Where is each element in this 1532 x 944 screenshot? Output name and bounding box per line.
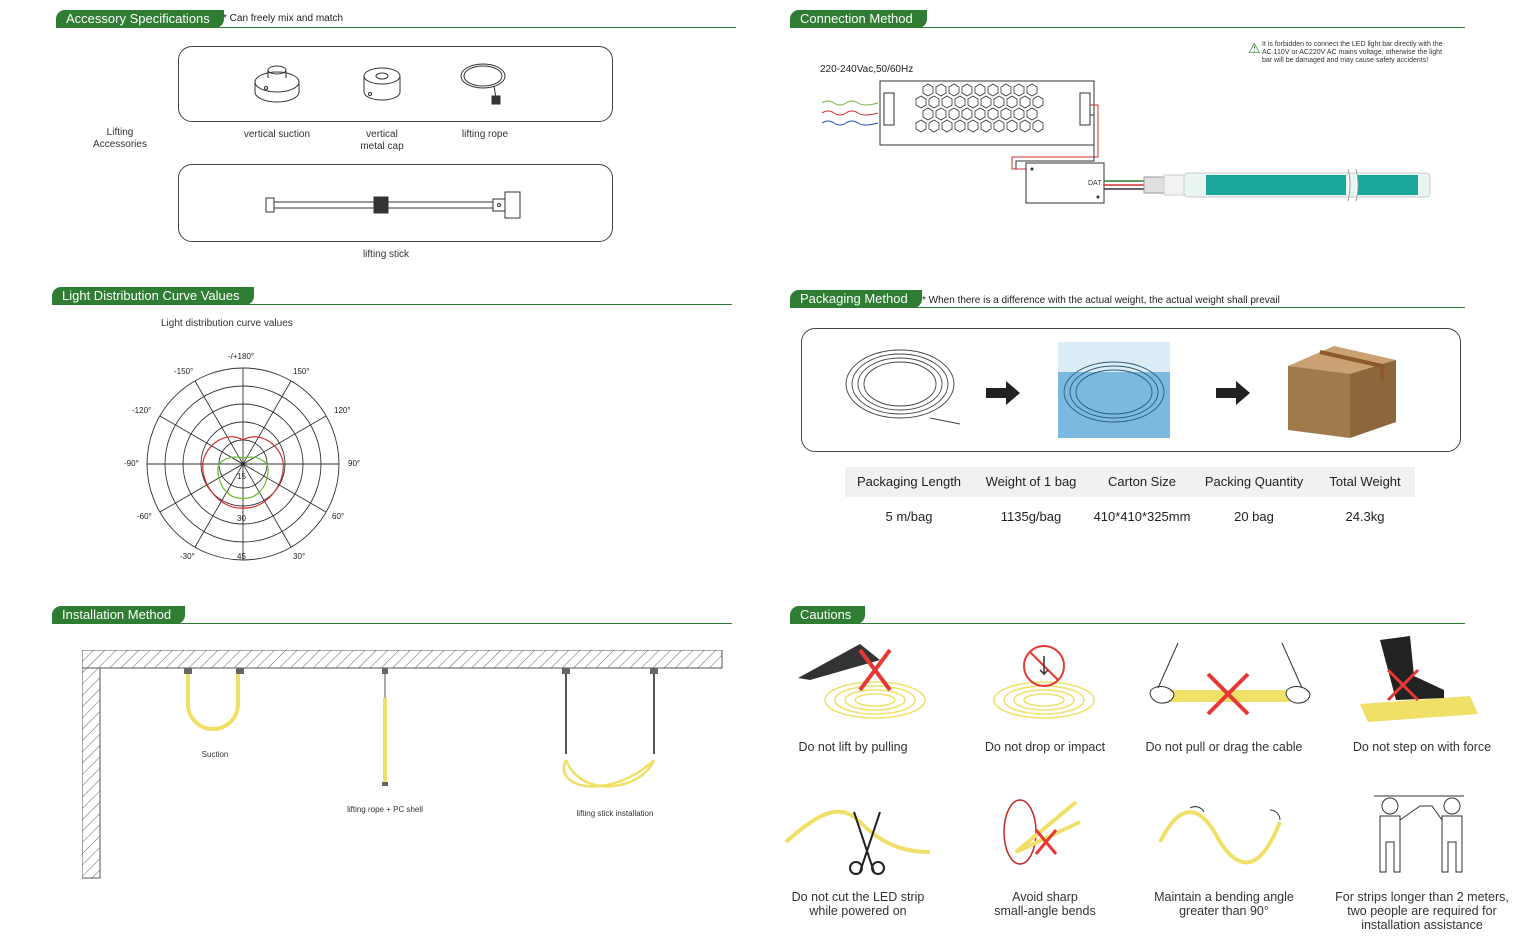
bend-angle-icon — [1158, 806, 1282, 865]
accessory-icons — [254, 63, 506, 105]
caution-label: Maintain a bending angle greater than 90… — [1154, 890, 1294, 918]
radial-label: 45 — [237, 552, 246, 561]
voltage-label: 220-240Vac,50/60Hz — [820, 64, 914, 75]
caution-row-2-icons — [784, 795, 1464, 875]
lifting-stick-icon — [265, 191, 521, 219]
polar-chart-title: Light distribution curve values — [161, 318, 293, 329]
warning-text: It is forbidden to connect the LED light… — [1262, 41, 1443, 64]
table-header-cell: Packaging Length — [856, 474, 962, 489]
section-line — [790, 307, 1465, 308]
metal-cap-label: vertical metal cap — [360, 129, 404, 152]
angle-label: -90° — [124, 459, 139, 468]
arrow-icon — [986, 381, 1020, 405]
section-title-cautions: Cautions — [790, 606, 866, 624]
accessory-box-bottom — [178, 164, 613, 242]
section-title-packaging: Packaging Method — [790, 290, 922, 308]
carton-icon — [1288, 346, 1396, 438]
coil-icon — [845, 349, 961, 425]
radial-label: 15 — [237, 472, 246, 481]
bagged-coil-icon — [1063, 361, 1165, 423]
table-header-cell: Packing Quantity — [1204, 474, 1304, 489]
table-header-cell: Weight of 1 bag — [985, 474, 1077, 489]
accessory-box-top — [178, 46, 613, 122]
section-line — [56, 27, 736, 28]
no-drop-icon — [993, 645, 1095, 719]
table-cell: 20 bag — [1234, 509, 1274, 524]
angle-label: -30° — [180, 552, 195, 561]
connection-diagram — [821, 80, 1431, 204]
section-line — [52, 623, 732, 624]
section-line — [790, 623, 1465, 624]
section-line — [52, 304, 732, 305]
installation-diagram — [82, 650, 723, 879]
caution-label: Do not step on with force — [1352, 740, 1492, 754]
section-title-connection: Connection Method — [790, 10, 927, 28]
polar-chart — [146, 367, 340, 561]
arrow-icon — [1216, 381, 1250, 405]
table-cell: 1135g/bag — [1000, 509, 1062, 524]
packaging-steps — [845, 342, 1396, 438]
two-people-icon — [1374, 795, 1464, 873]
table-header-cell: Total Weight — [1329, 474, 1401, 489]
lifting-rope-label: lifting rope — [461, 129, 509, 140]
angle-label: -150° — [174, 367, 194, 376]
caution-label: Do not drop or impact — [984, 740, 1106, 754]
dat-label: DAT — [1088, 180, 1102, 187]
packaging-table-header — [845, 467, 1415, 497]
table-cell: 24.3kg — [1345, 509, 1385, 524]
install-label-rope: lifting rope + PC shell — [347, 805, 423, 814]
packaging-note: * When there is a difference with the ac… — [922, 295, 1280, 306]
caution-label: Do not cut the LED strip while powered o… — [791, 890, 925, 918]
table-cell: 410*410*325mm — [1093, 509, 1191, 524]
lifting-accessories-label: Lifting Accessories — [93, 127, 147, 150]
metal-cap-icon — [363, 67, 401, 101]
warning-icon: ⚠ — [1248, 40, 1261, 56]
caution-row-1-icons — [798, 636, 1478, 722]
angle-label: 120° — [334, 406, 351, 415]
caution-label: For strips longer than 2 meters, two peo… — [1335, 890, 1509, 932]
install-label-suction: Suction — [201, 750, 229, 759]
angle-label: 150° — [293, 367, 310, 376]
no-drag-icon — [1149, 642, 1311, 716]
vertical-suction-icon — [254, 65, 300, 103]
lifting-stick-label: lifting stick — [362, 249, 410, 260]
caution-label: Do not lift by pulling — [798, 740, 908, 754]
install-label-stick: lifting stick installation — [576, 809, 654, 818]
lifting-rope-icon — [460, 63, 506, 105]
packaging-box — [801, 328, 1461, 452]
table-header-cell: Carton Size — [1108, 474, 1176, 489]
section-title-accessory: Accessory Specifications — [56, 10, 224, 28]
angle-label: 90° — [348, 459, 361, 468]
no-sharp-bend-icon — [1003, 799, 1081, 865]
accessory-note: * Can freely mix and match — [223, 13, 344, 24]
angle-label: 30° — [293, 552, 306, 561]
angle-label: -60° — [137, 512, 152, 521]
no-lift-pull-icon — [798, 644, 926, 719]
caution-label: Do not pull or drag the cable — [1145, 740, 1303, 754]
caution-label: Avoid sharp small-angle bends — [994, 890, 1096, 918]
radial-label: 30 — [237, 514, 246, 523]
section-title-install: Installation Method — [52, 606, 186, 624]
no-step-icon — [1360, 636, 1478, 722]
angle-label: -/+180° — [228, 352, 255, 361]
table-cell: 5 m/bag — [885, 509, 933, 524]
vertical-suction-label: vertical suction — [243, 129, 311, 140]
section-title-light: Light Distribution Curve Values — [52, 287, 254, 305]
no-cut-icon — [784, 809, 931, 875]
angle-label: -120° — [132, 406, 152, 415]
angle-label: 60° — [332, 512, 345, 521]
section-line — [790, 27, 1465, 28]
